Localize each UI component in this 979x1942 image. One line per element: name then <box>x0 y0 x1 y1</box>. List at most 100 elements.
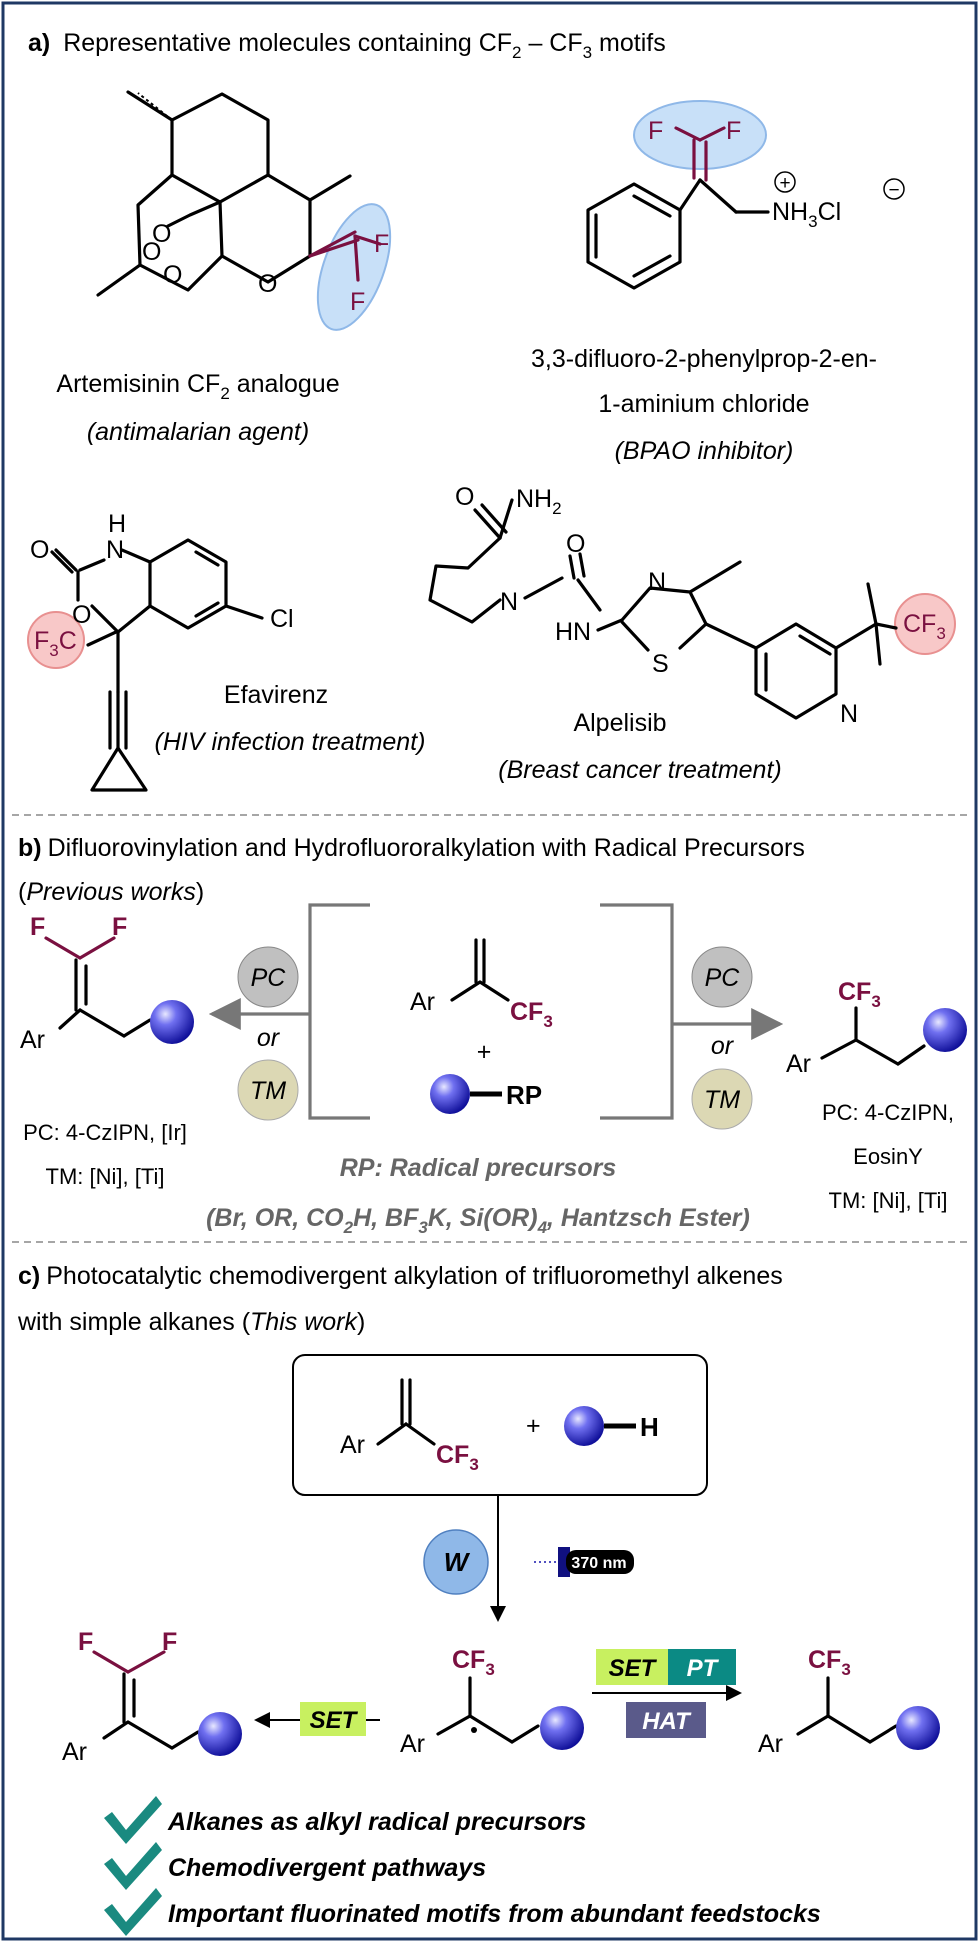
svg-text:W: W <box>444 1547 471 1577</box>
panel-b-rp-definition: RP: Radical precursors (Br, OR, CO2H, BF… <box>206 1154 750 1237</box>
efavirenz-caption: Efavirenz (HIV infection treatment) <box>155 681 426 756</box>
svg-text:Ar: Ar <box>62 1738 87 1766</box>
svg-text:(antimalarian agent): (antimalarian agent) <box>87 418 309 446</box>
svg-text:CF3: CF3 <box>838 978 881 1011</box>
svg-text:PC: 4-CzIPN, [Ir]: PC: 4-CzIPN, [Ir] <box>23 1120 187 1145</box>
svg-text:O: O <box>455 483 474 511</box>
svg-text:CF3: CF3 <box>510 998 553 1031</box>
svg-text:Ar: Ar <box>786 1050 811 1078</box>
svg-text:(Br, OR, CO2H, BF3K, Si(OR)4,: (Br, OR, CO2H, BF3K, Si(OR)4, Hantzsch E… <box>206 1204 750 1237</box>
svg-text:Ar: Ar <box>410 988 435 1016</box>
svg-text:(BPAO inhibitor): (BPAO inhibitor) <box>615 437 794 465</box>
panel-c-checklist: Alkanes as alkyl radical precursors Chem… <box>104 1796 821 1936</box>
svg-text:PC: PC <box>251 964 287 992</box>
alpelisib-caption: Alpelisib (Breast cancer treatment) <box>498 709 781 784</box>
cf2-highlight <box>316 203 392 331</box>
svg-text:N: N <box>500 588 518 616</box>
check-icon <box>104 1796 162 1844</box>
svg-text:Ar: Ar <box>20 1026 45 1054</box>
panel-c-title: c)Photocatalytic chemodivergent alkylati… <box>17 1262 783 1336</box>
svg-text:O: O <box>30 536 49 564</box>
svg-text:b)Difluorovinylation and Hydro: b)Difluorovinylation and Hydrofluororalk… <box>18 834 805 862</box>
svg-text:F: F <box>374 230 389 258</box>
panel-c-vertical-arrow: W 370 nm <box>423 1495 634 1622</box>
svg-text:CF3: CF3 <box>808 1646 851 1679</box>
panel-b-right-product: CF3 Ar <box>786 978 967 1078</box>
artemisinin-structure: F F O O O O <box>96 90 392 331</box>
panel-b-center-alkene: Ar CF3 + RP <box>410 938 553 1114</box>
panel-b-title: b)Difluorovinylation and Hydrofluororalk… <box>18 834 805 906</box>
svg-text:(Breast cancer treatment): (Breast cancer treatment) <box>498 756 781 784</box>
bpao-caption: 3,3-difluoro-2-phenylprop-2-en- 1-aminiu… <box>531 345 877 465</box>
svg-text:Alpelisib: Alpelisib <box>573 709 666 737</box>
svg-text:O: O <box>152 220 171 248</box>
svg-text:F3C: F3C <box>34 627 77 660</box>
svg-text:F: F <box>648 117 663 145</box>
svg-text:NH3Cl: NH3Cl <box>772 198 841 231</box>
svg-text:−: − <box>888 180 899 201</box>
svg-text:S: S <box>652 650 669 678</box>
svg-text:1-aminium chloride: 1-aminium chloride <box>598 390 809 418</box>
svg-text:HN: HN <box>555 618 591 646</box>
cf3-highlight <box>27 611 85 669</box>
check-icon <box>104 1842 162 1890</box>
svg-text:F: F <box>726 117 741 145</box>
alpelisib-structure: CF3 O NH2 N O HN N S N <box>428 483 956 728</box>
panel-b-right-arrow: PC or TM <box>600 903 784 1130</box>
panel-c-reactant-box: Ar CF3 + H <box>292 1354 708 1496</box>
svg-text:(HIV infection treatment): (HIV infection treatment) <box>155 728 426 756</box>
svg-text:H: H <box>640 1412 659 1442</box>
panel-b-left-product: F F Ar <box>20 913 194 1054</box>
svg-text:O: O <box>566 530 585 558</box>
svg-text:TM: [Ni], [Ti]: TM: [Ni], [Ti] <box>829 1188 948 1213</box>
svg-text:Artemisinin CF2 analogue: Artemisinin CF2 analogue <box>56 370 339 403</box>
svg-text:Cl: Cl <box>270 605 294 633</box>
svg-text:(Previous works): (Previous works) <box>18 878 204 906</box>
svg-text:+: + <box>526 1412 541 1440</box>
svg-text:or: or <box>257 1024 281 1052</box>
svg-text:CF3: CF3 <box>452 1646 495 1679</box>
svg-text:N: N <box>106 536 124 564</box>
cf3-highlight-2 <box>894 593 956 655</box>
svg-text:PT: PT <box>687 1655 720 1682</box>
svg-text:with simple alkanes (This work: with simple alkanes (This work) <box>17 1308 365 1336</box>
svg-text:CF3: CF3 <box>903 610 946 643</box>
svg-text:Ar: Ar <box>758 1730 783 1758</box>
svg-text:TM: TM <box>250 1077 286 1105</box>
svg-text:EosinY: EosinY <box>853 1144 923 1169</box>
cf2-highlight-2 <box>633 100 767 170</box>
svg-text:a) Representative molecu: a) Representative molecules containing C… <box>28 29 666 62</box>
svg-text:O: O <box>258 270 277 298</box>
svg-text:O: O <box>142 238 161 266</box>
svg-text:H: H <box>108 510 126 538</box>
svg-text:c)Photocatalytic chemodivergen: c)Photocatalytic chemodivergent alkylati… <box>18 1262 783 1290</box>
svg-text:HAT: HAT <box>642 1708 692 1735</box>
svg-text:370 nm: 370 nm <box>571 1555 626 1572</box>
panel-c-set-arrow: SET <box>254 1702 380 1736</box>
svg-text:Ar: Ar <box>340 1431 365 1459</box>
svg-text:or: or <box>711 1032 735 1060</box>
bpao-structure: F F NH3Cl + − <box>586 100 905 290</box>
svg-text:RP: RP <box>506 1080 542 1110</box>
efavirenz-structure: F3C H N O O Cl <box>27 510 294 792</box>
svg-text:F: F <box>112 913 127 941</box>
svg-text:N: N <box>648 568 666 596</box>
svg-text:Efavirenz: Efavirenz <box>224 681 328 709</box>
panel-c-right-product: CF3 Ar <box>758 1646 940 1758</box>
panel-b-left-conditions: PC: 4-CzIPN, [Ir] TM: [Ni], [Ti] <box>23 1120 187 1189</box>
svg-text:Important fluorinated motifs f: Important fluorinated motifs from abunda… <box>168 1900 821 1928</box>
svg-text:+: + <box>477 1038 492 1066</box>
svg-text:CF3: CF3 <box>436 1441 479 1474</box>
svg-text:F: F <box>162 1628 177 1656</box>
svg-text:TM: [Ni], [Ti]: TM: [Ni], [Ti] <box>46 1164 165 1189</box>
panel-c-radical-intermediate: CF3 Ar <box>400 1646 584 1758</box>
svg-text:O: O <box>72 601 91 629</box>
svg-text:SET: SET <box>609 1655 658 1682</box>
panel-b-right-conditions: PC: 4-CzIPN, EosinY TM: [Ni], [Ti] <box>822 1100 954 1213</box>
svg-text:F: F <box>350 288 365 316</box>
svg-text:O: O <box>163 261 182 289</box>
svg-text:N: N <box>840 700 858 728</box>
panel-c-left-product: F F Ar <box>62 1628 242 1766</box>
